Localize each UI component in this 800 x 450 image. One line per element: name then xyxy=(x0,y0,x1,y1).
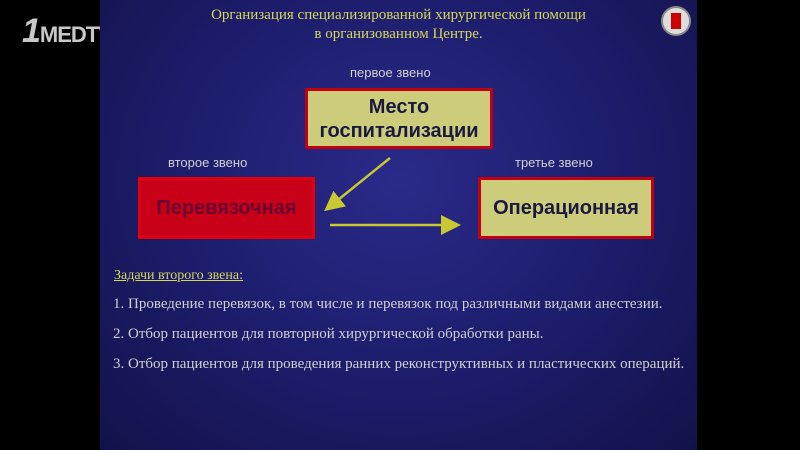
level1-label: первое звено xyxy=(350,65,431,80)
medtv-watermark-logo: 1MEDTV xyxy=(22,12,113,51)
level1-box: Место госпитализации xyxy=(305,88,493,149)
presentation-slide: Организация специализированной хирургиче… xyxy=(100,0,697,450)
level3-box: Операционная xyxy=(478,177,654,239)
task-item: Отбор пациентов для повторной хирургичес… xyxy=(128,324,698,344)
medical-emblem-icon xyxy=(661,6,691,36)
level3-label: третье звено xyxy=(515,155,593,170)
title-line-1: Организация специализированной хирургиче… xyxy=(211,7,586,23)
arrow-level1-to-level2 xyxy=(324,157,391,212)
tasks-list: Проведение перевязок, в том числе и пере… xyxy=(114,284,698,374)
level2-label: второе звено xyxy=(168,155,248,170)
task-item: Проведение перевязок, в том числе и пере… xyxy=(128,294,698,314)
level2-box: Перевязочная xyxy=(138,177,315,239)
slide-title: Организация специализированной хирургиче… xyxy=(100,6,697,44)
task-item: Отбор пациентов для проведения ранних ре… xyxy=(128,354,698,374)
tasks-heading: Задачи второго звена: xyxy=(114,268,243,283)
diagram-arrows xyxy=(324,157,461,235)
logo-one: 1 xyxy=(22,12,41,50)
title-line-2: в организованном Центре. xyxy=(314,26,483,42)
